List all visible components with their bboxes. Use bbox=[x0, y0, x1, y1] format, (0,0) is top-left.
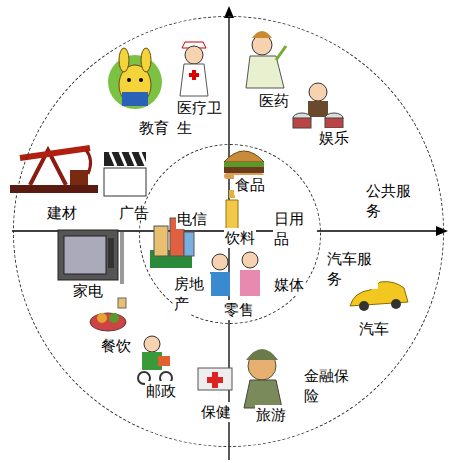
health-care-icon bbox=[198, 368, 232, 390]
sector-label: 医药 bbox=[258, 91, 290, 111]
dashed-circle: 食品电信饮料日用品房地产 媒体零售 bbox=[139, 144, 321, 324]
sector-label: 旅游 bbox=[255, 405, 287, 425]
doctor-icon bbox=[246, 31, 286, 88]
sector-label: 家电 bbox=[72, 281, 104, 301]
sector-label: 广告 bbox=[118, 203, 150, 223]
sector-label: 教育 bbox=[138, 118, 170, 138]
building-materials-icon bbox=[10, 148, 98, 193]
sector-label: 食品 bbox=[234, 175, 266, 195]
sector-label: 医疗卫生 bbox=[176, 98, 228, 138]
catering-icon bbox=[90, 298, 126, 331]
sector-label: 建材 bbox=[46, 203, 78, 223]
sector-label: 公共服务 bbox=[365, 181, 417, 221]
appliance-icon bbox=[58, 230, 124, 284]
education-icon bbox=[108, 48, 162, 109]
sector-label: 邮政 bbox=[145, 381, 177, 401]
sector-label: 娱乐 bbox=[318, 128, 350, 148]
nurse-icon bbox=[180, 42, 208, 96]
dashed-circle: 教育医疗卫生 医药娱乐建材 广告 公共服务家电 汽车服务汽车餐饮邮政 金融保险保健 旅游 食品… bbox=[13, 16, 444, 447]
sector-label: 汽车服务 bbox=[326, 249, 378, 289]
beverage-icon bbox=[226, 190, 238, 230]
sector-label: 房地产 bbox=[173, 274, 211, 314]
sector-label: 汽车 bbox=[358, 319, 390, 339]
retail-icon bbox=[210, 252, 260, 296]
tourism-icon bbox=[244, 349, 282, 408]
sector-label: 电信 bbox=[176, 209, 208, 229]
sector-label: 日用品 bbox=[273, 209, 317, 249]
drummer-icon bbox=[293, 83, 343, 128]
axis-arrow bbox=[436, 226, 448, 236]
sector-label: 餐饮 bbox=[100, 336, 132, 356]
sector-label: 金融保险 bbox=[303, 366, 355, 406]
sector-label: 保健 bbox=[200, 402, 232, 422]
postal-icon bbox=[138, 336, 172, 384]
advertising-icon bbox=[104, 152, 146, 196]
sector-label: 零售 bbox=[223, 300, 255, 320]
sector-label: 媒体 bbox=[273, 275, 305, 295]
sector-label: 饮料 bbox=[224, 228, 256, 248]
